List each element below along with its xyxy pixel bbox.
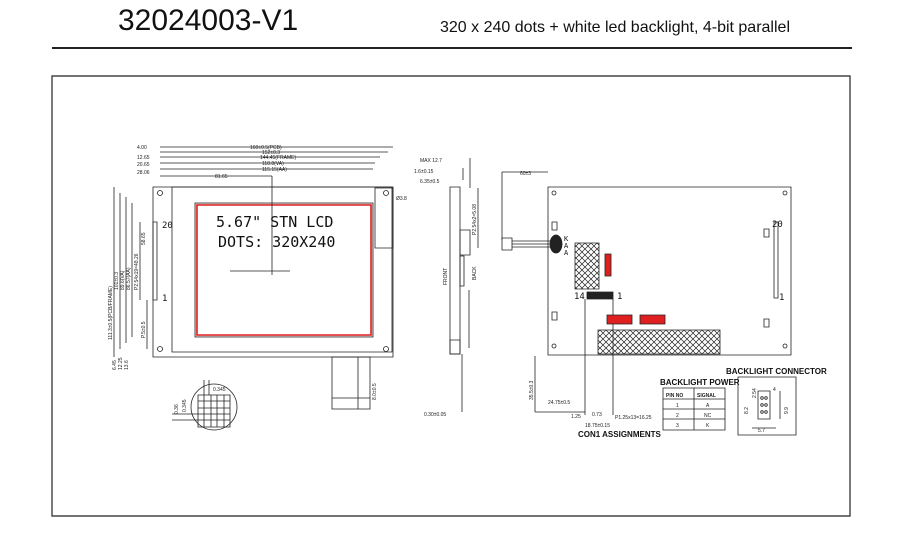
conn-dim-label: 8.2 <box>744 407 750 414</box>
table-cell: 2 <box>676 413 679 419</box>
dim-label: 4.00 <box>137 145 147 151</box>
mount-hole <box>384 347 389 352</box>
tail-dim-label: 8.0±0.5 <box>372 383 378 400</box>
table-cell: A <box>706 403 710 409</box>
rear-pin-20-label: 20 <box>772 220 783 230</box>
backlight-connector-drawing <box>738 377 796 435</box>
part-description: 320 x 240 dots + white led backlight, 4-… <box>440 19 790 36</box>
table-cell: 1 <box>676 403 679 409</box>
table-header: PIN NO <box>666 393 683 399</box>
table-header: SIGNAL <box>697 393 716 399</box>
dim-label: 20.65 <box>137 162 150 168</box>
table-cell: 3 <box>676 423 679 429</box>
side-view <box>450 158 478 412</box>
dim-label: P2.54x19=48.26 <box>134 253 140 290</box>
dim-label: 81.65 <box>215 174 228 180</box>
dim-label: 58.65 <box>141 232 147 245</box>
con1-pin1-label: 1 <box>617 292 622 302</box>
conn-dim-label: 2.54 <box>752 388 758 398</box>
dim-label: 28.06 <box>137 170 150 176</box>
rear-pin-1-label: 1 <box>779 293 784 303</box>
pixel-dim-h: 0.345 <box>213 387 226 393</box>
mount-hole <box>158 347 163 352</box>
conn-dim-label: P2.54x2=5.08 <box>472 204 478 235</box>
active-area <box>197 205 371 335</box>
header-rule <box>52 47 852 49</box>
screen-dots-label: DOTS: 320X240 <box>218 233 335 251</box>
front-view <box>114 147 393 409</box>
led-a-label: A <box>564 249 569 257</box>
con1-caption: CON1 ASSIGNMENTS <box>578 430 661 439</box>
led-a-label: A <box>564 242 569 250</box>
dim-label: 12.25 <box>118 357 124 370</box>
pin-1-label: 1 <box>162 294 167 304</box>
table-cell: K <box>706 423 710 429</box>
cable-dim-label: 60±3 <box>520 171 531 177</box>
dim-label: 86.57(AA) <box>126 267 132 290</box>
side-dim-label: 1.6±0.15 <box>414 169 434 175</box>
backlight-power-title: BACKLIGHT POWER <box>660 378 740 387</box>
dim-label: 160±0.5(PCB) <box>250 145 282 151</box>
dim-label: 12.65 <box>137 155 150 161</box>
side-tab <box>375 188 393 248</box>
dim-label: P.5±0.5 <box>141 321 147 338</box>
dim-label: 144.45(FRAME) <box>260 155 296 161</box>
conn-dim-label: 5.7 <box>758 428 765 434</box>
rear-view <box>502 172 791 415</box>
dim-label: 101±0.3 <box>114 272 120 290</box>
part-number-title: 32024003-V1 <box>118 4 299 37</box>
dim-label: 111.3±0.5(PCB/FRAME) <box>108 286 114 340</box>
table-cell: NC <box>704 413 712 419</box>
rear-dim-label: 0.73 <box>592 412 602 418</box>
backlight-connector-title: BACKLIGHT CONNECTOR <box>726 367 827 376</box>
hole-dim-label: Ø3.8 <box>396 196 407 202</box>
rear-dim-label: 18.75±0.15 <box>585 423 610 429</box>
drawing-frame <box>52 76 850 516</box>
dim-label: 118.8(VA) <box>262 161 284 167</box>
side-dim-label: 0.30±0.05 <box>424 412 446 418</box>
mount-hole <box>158 191 163 196</box>
pixel-dim-v1: 0.36 <box>174 404 180 414</box>
rear-dim-label: 1.25 <box>571 414 581 420</box>
dim-label: 115.15(AA) <box>262 167 287 173</box>
back-label: BACK <box>472 266 478 280</box>
rear-dim-label: P1.25x13=16.25 <box>615 415 652 421</box>
conn-dim-label: 9.9 <box>784 407 790 414</box>
screen-size-label: 5.67" STN LCD <box>216 213 333 231</box>
rear-dim-label: 35.5±0.3 <box>529 380 535 400</box>
pin-header-20 <box>153 222 157 300</box>
dim-label: 89.6(VA) <box>120 270 126 290</box>
dim-label: 152±0.3 <box>262 150 280 156</box>
dim-label: 6.45 <box>112 360 118 370</box>
mount-hole <box>384 191 389 196</box>
rear-dim-label: 24.75±0.5 <box>548 400 570 406</box>
pixel-dim-v2: 0.345 <box>182 399 188 412</box>
pixel-detail <box>172 380 237 430</box>
led-k-label: K <box>564 235 569 243</box>
dim-label: 13.6 <box>124 360 130 370</box>
fpc-tail <box>332 357 370 409</box>
backlight-power-table <box>663 388 725 430</box>
pin-20-label: 20 <box>162 221 173 231</box>
conn-dim-label: 4 <box>773 387 776 393</box>
side-dim-label: 6.35±0.5 <box>420 179 440 185</box>
con1-pin14-label: 14 <box>574 292 585 302</box>
front-label: FRONT <box>443 268 449 285</box>
side-dim-label: MAX 12.7 <box>420 158 442 164</box>
rear-pin-header <box>774 222 778 298</box>
